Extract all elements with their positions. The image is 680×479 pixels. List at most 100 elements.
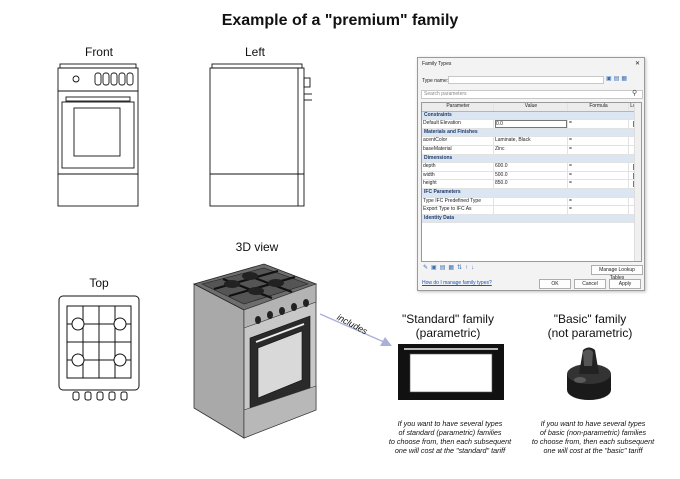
- parameter-value[interactable]: Zinc: [494, 145, 568, 154]
- parameter-name: baseMaterial: [422, 145, 494, 154]
- basic-family-title-line1: "Basic" family: [553, 312, 627, 326]
- ok-button[interactable]: OK: [539, 279, 571, 289]
- oven-door-part: [398, 344, 504, 400]
- column-header-value[interactable]: Value: [494, 103, 568, 111]
- standard-note-line: If you want to have several types: [397, 419, 503, 428]
- section-name: IFC Parameters: [424, 188, 461, 195]
- parameter-name: Export Type to IFC As: [422, 206, 494, 214]
- cancel-button[interactable]: Cancel: [574, 279, 606, 289]
- section-name: Identity Data: [424, 214, 455, 221]
- basic-note-line: one will cost at the "basic" tariff: [543, 446, 643, 455]
- parameter-formula[interactable]: =: [568, 137, 629, 145]
- parameter-value[interactable]: Laminate, Black: [494, 137, 568, 145]
- basic-family-title: "Basic" family (not parametric): [530, 312, 650, 340]
- value-input[interactable]: 0.0: [495, 120, 567, 128]
- grid-section-header[interactable]: Identity Data˄: [422, 214, 641, 224]
- search-parameters-input[interactable]: Search parameters: [421, 90, 643, 99]
- dialog-title: Family Types: [422, 61, 452, 67]
- type-name-select[interactable]: [448, 76, 604, 84]
- family-types-dialog: Family Types ✕ Type name: ▣▤▦ Search par…: [417, 57, 645, 291]
- new-type-icon[interactable]: ▣: [606, 76, 614, 82]
- grid-section-header[interactable]: IFC Parameters˄: [422, 188, 641, 198]
- delete-type-icon[interactable]: ▦: [621, 76, 630, 82]
- front-view-label: Front: [84, 45, 113, 59]
- parameter-row[interactable]: Export Type to IFC As =: [422, 206, 641, 215]
- grid-section-header[interactable]: Materials and Finishes˄: [422, 128, 641, 138]
- parameter-value[interactable]: 600.0: [494, 163, 568, 171]
- top-view-label: Top: [89, 276, 109, 290]
- parameter-value[interactable]: [494, 206, 568, 214]
- parameter-value[interactable]: [494, 197, 568, 206]
- basic-family-note: If you want to have several types of bas…: [514, 419, 672, 455]
- modify-param-icon[interactable]: ▤: [439, 265, 449, 271]
- parameter-value[interactable]: 500.0: [494, 171, 568, 180]
- type-name-label: Type name:: [422, 78, 449, 84]
- help-link[interactable]: How do I manage family types?: [422, 280, 492, 286]
- parameters-grid: Parameter Value Formula Lock Constraints…: [421, 102, 642, 262]
- move-up-icon[interactable]: ⇅: [457, 265, 466, 271]
- parameter-formula[interactable]: =: [568, 206, 629, 214]
- column-header-parameter[interactable]: Parameter: [422, 103, 494, 111]
- parameter-formula[interactable]: =: [568, 171, 629, 180]
- section-name: Materials and Finishes: [424, 128, 478, 135]
- rename-type-icon[interactable]: ▤: [613, 76, 622, 82]
- page-title: Example of a "premium" family: [221, 12, 459, 29]
- search-icon: ⚲: [632, 90, 638, 97]
- grid-scrollbar[interactable]: [634, 103, 641, 261]
- standard-note-line: of standard (parametric) families: [398, 428, 502, 437]
- delete-param-icon[interactable]: ▦: [448, 265, 458, 271]
- parameter-name: Default Elevation: [422, 120, 494, 128]
- stove-front-drawing: [57, 63, 139, 207]
- stove-3d-render: [192, 263, 318, 439]
- close-icon[interactable]: ✕: [634, 61, 640, 67]
- 3d-view-label: 3D view: [235, 240, 279, 254]
- left-view-label: Left: [244, 45, 265, 59]
- parameter-name: depth: [422, 163, 494, 171]
- parameter-row[interactable]: Type IFC Predefined Type =: [422, 197, 641, 207]
- basic-note-line: of basic (non-parametric) families: [539, 428, 647, 437]
- type-toolbar: ▣▤▦: [606, 75, 629, 82]
- grid-section-header[interactable]: Dimensions˄: [422, 154, 641, 164]
- parameter-formula[interactable]: =: [568, 197, 629, 206]
- parameter-value[interactable]: 0.0: [494, 120, 568, 128]
- manage-lookup-tables-button[interactable]: Manage Lookup Tables: [591, 265, 643, 281]
- parameter-formula[interactable]: =: [568, 163, 629, 171]
- parameter-name: acentColor: [422, 137, 494, 145]
- standard-family-note: If you want to have several types of sta…: [366, 419, 534, 455]
- standard-note-line: to choose from, then each subsequent: [388, 437, 512, 446]
- section-name: Constraints: [424, 111, 452, 118]
- parameter-name: height: [422, 180, 494, 188]
- parameter-formula[interactable]: =: [568, 145, 629, 154]
- column-header-formula[interactable]: Formula: [568, 103, 629, 111]
- parameter-name: Type IFC Predefined Type: [422, 197, 494, 206]
- sort-desc-icon[interactable]: ↓: [471, 265, 478, 271]
- grid-header: Parameter Value Formula Lock: [422, 103, 641, 112]
- sort-asc-icon[interactable]: ↑: [465, 265, 472, 271]
- standard-note-line: one will cost at the "standard" tariff: [394, 446, 506, 455]
- parameter-formula[interactable]: =: [568, 120, 629, 128]
- stove-left-drawing: [209, 63, 312, 207]
- standard-family-title-line1: "Standard" family: [402, 312, 494, 326]
- knob-part: [567, 347, 611, 400]
- section-name: Dimensions: [424, 154, 453, 161]
- basic-note-line: to choose from, then each subsequent: [531, 437, 655, 446]
- new-param-icon[interactable]: ▣: [431, 265, 440, 271]
- standard-family-title: "Standard" family (parametric): [384, 312, 512, 340]
- parameter-name: width: [422, 171, 494, 180]
- includes-arrow: [319, 313, 392, 346]
- basic-family-title-line2: (not parametric): [547, 326, 633, 340]
- apply-button[interactable]: Apply: [609, 279, 641, 289]
- standard-family-title-line2: (parametric): [415, 326, 481, 340]
- parameter-value[interactable]: 850.0: [494, 180, 568, 188]
- edit-icon[interactable]: ✎: [423, 265, 432, 271]
- grid-section-header[interactable]: Constraints˄: [422, 111, 641, 121]
- bottom-toolbar: ✎▣▤▦⇅↑↓: [423, 264, 477, 271]
- stove-top-drawing: [58, 295, 140, 401]
- parameter-formula[interactable]: =: [568, 180, 629, 188]
